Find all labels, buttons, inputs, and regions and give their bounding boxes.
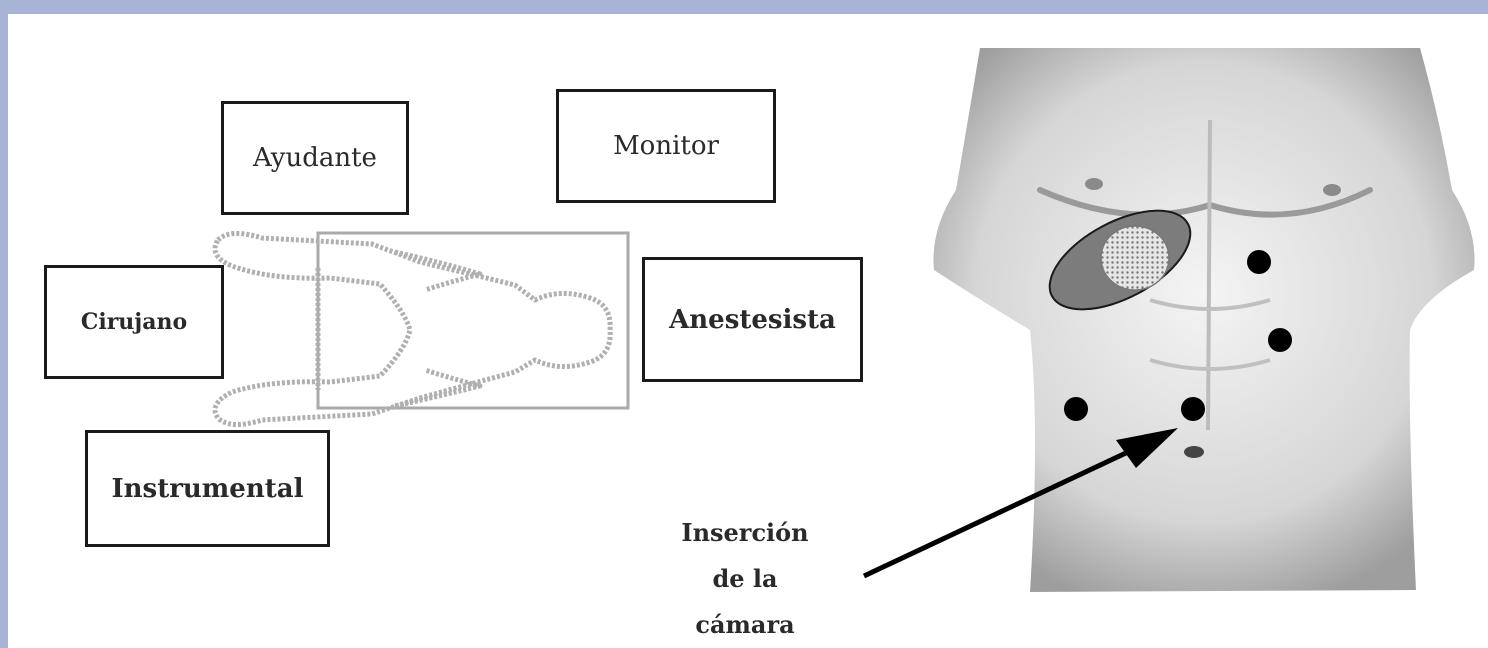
monitor-label: Monitor bbox=[613, 131, 719, 161]
cirujano-label: Cirujano bbox=[81, 309, 187, 335]
caption-line-3: cámara bbox=[640, 602, 850, 648]
anestesista-box: Anestesista bbox=[642, 257, 863, 382]
monitor-box: Monitor bbox=[556, 89, 776, 203]
caption-line-1: Inserción bbox=[640, 510, 850, 556]
ayudante-box: Ayudante bbox=[221, 101, 409, 215]
anestesista-label: Anestesista bbox=[669, 305, 836, 335]
instrumental-box: Instrumental bbox=[85, 430, 330, 547]
camera-insertion-caption: Inserción de la cámara bbox=[640, 510, 850, 648]
torso-illustration bbox=[933, 48, 1474, 592]
instrumental-label: Instrumental bbox=[111, 474, 303, 504]
trocar-port bbox=[1247, 250, 1271, 274]
ayudante-label: Ayudante bbox=[253, 143, 377, 173]
trocar-port bbox=[1268, 328, 1292, 352]
patient-outline-icon bbox=[215, 233, 610, 424]
caption-line-2: de la bbox=[640, 556, 850, 602]
trocar-port bbox=[1064, 397, 1088, 421]
trocar-port bbox=[1181, 397, 1205, 421]
cirujano-box: Cirujano bbox=[44, 265, 224, 379]
gallbladder-region bbox=[1101, 226, 1169, 290]
